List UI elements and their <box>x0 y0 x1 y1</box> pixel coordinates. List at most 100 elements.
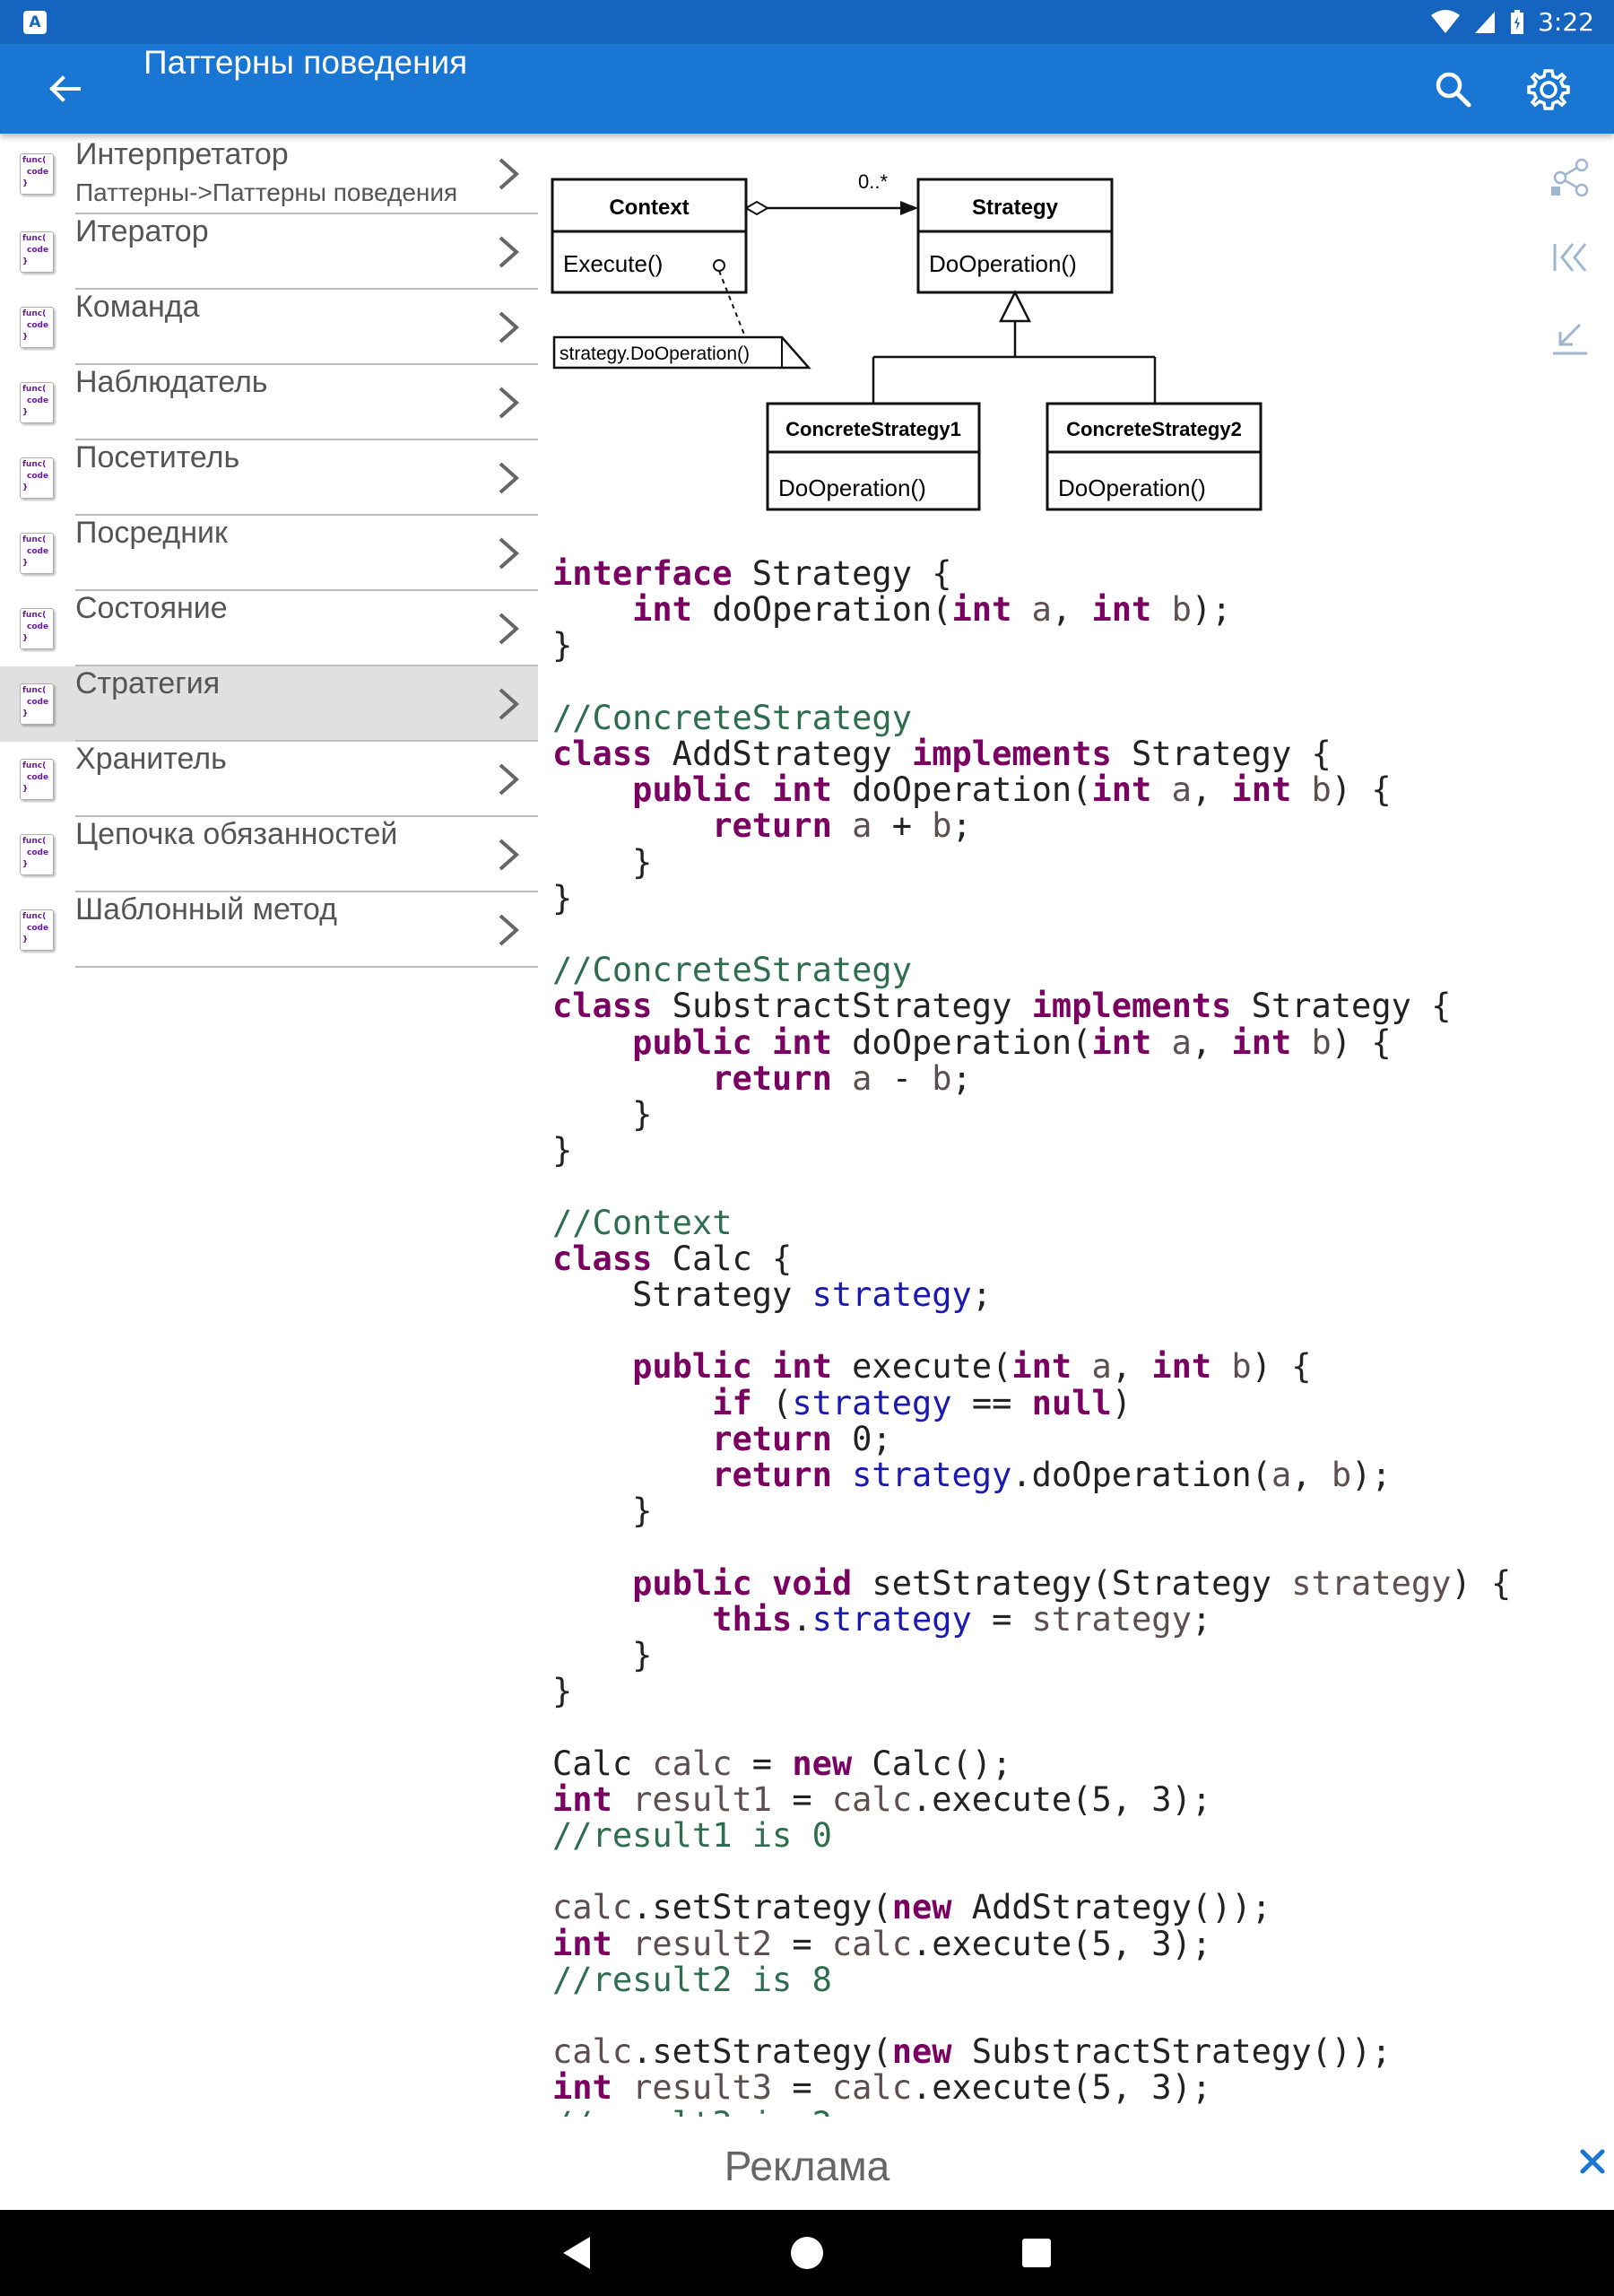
code-token: SubstractStrategy <box>652 987 1032 1026</box>
code-line: //result1 is 0 <box>552 1817 1521 1854</box>
list-item[interactable]: func(code}Команда <box>0 290 538 365</box>
code-token: calc <box>552 2032 633 2072</box>
code-token: b <box>932 806 952 846</box>
strategy-class-box <box>916 178 1114 294</box>
code-token: int <box>1231 1022 1292 1062</box>
list-item[interactable]: func(code}Состояние <box>0 591 538 666</box>
page-title: Паттерны поведения <box>143 44 468 81</box>
code-line: return a + b; <box>552 808 1521 844</box>
list-item-label: Посетитель <box>75 440 240 474</box>
code-token: implements <box>911 735 1112 773</box>
code-token: Strategy { <box>1231 987 1452 1026</box>
chevron-right-icon <box>499 537 520 570</box>
list-item-label: Стратегия <box>75 666 221 700</box>
code-token: == <box>951 1383 1032 1422</box>
list-item[interactable]: func(code} Посетитель <box>0 440 538 516</box>
search-icon[interactable] <box>1431 67 1476 112</box>
code-token <box>752 1564 772 1603</box>
list-item-label: Шаблонный метод <box>75 892 337 926</box>
code-token: } <box>552 1672 573 1711</box>
code-token: int <box>772 1022 832 1062</box>
code-token: strategy <box>792 1383 952 1422</box>
code-token: } <box>552 878 573 918</box>
code-token: a <box>1151 1022 1192 1062</box>
list-item[interactable]: func(code}Стратегия <box>0 666 538 742</box>
code-token: doOperation( <box>831 1022 1092 1062</box>
gear-icon[interactable] <box>1524 65 1573 114</box>
divider <box>75 589 538 591</box>
code-token: ) { <box>1251 1347 1312 1387</box>
code-line: this.strategy = strategy; <box>552 1599 1521 1639</box>
code-line: //ConcreteStrategy <box>552 700 1521 736</box>
code-token: strategy <box>811 1599 972 1639</box>
collapse-left-icon[interactable] <box>1548 235 1592 280</box>
code-line: class AddStrategy implements Strategy { <box>552 735 1521 773</box>
code-token: int <box>772 1347 832 1387</box>
code-token: .doOperation( <box>1011 1456 1271 1495</box>
share-icon[interactable] <box>1548 154 1592 199</box>
close-icon[interactable] <box>1578 2147 1607 2176</box>
list-item[interactable]: func(code}Итератор <box>0 214 538 290</box>
code-token: doOperation( <box>691 590 952 630</box>
code-line: //result3 is 2 <box>552 2105 1521 2117</box>
code-token: b <box>1291 1022 1332 1062</box>
code-line: } <box>552 628 1521 664</box>
code-token: int <box>552 2068 612 2108</box>
recents-square-icon[interactable] <box>1015 2231 1058 2274</box>
chevron-right-icon <box>499 387 520 419</box>
home-circle-icon[interactable] <box>785 2231 829 2274</box>
code-token: strategy <box>1291 1563 1452 1603</box>
code-line: class SubstractStrategy implements Strat… <box>552 988 1521 1024</box>
back-triangle-icon[interactable] <box>556 2231 599 2274</box>
code-line <box>552 1529 1521 1565</box>
code-token <box>552 1420 712 1458</box>
code-line: //ConcreteStrategy <box>552 952 1521 988</box>
code-token: ( <box>751 1383 793 1422</box>
list-item[interactable]: func(code}Посредник <box>0 516 538 591</box>
code-file-icon: func(code} <box>18 457 54 499</box>
code-token: } <box>552 1131 573 1170</box>
code-line: int result2 = calc.execute(5, 3); <box>552 1926 1521 1962</box>
concrete2-class-box <box>1046 402 1263 511</box>
code-token: a <box>1271 1456 1292 1495</box>
divider <box>75 363 538 365</box>
list-item[interactable]: func(code}Хранитель <box>0 742 538 817</box>
code-line: class Calc { <box>552 1239 1521 1278</box>
code-token: ) { <box>1451 1563 1512 1603</box>
code-token: Calc <box>552 1744 653 1783</box>
concrete1-method: DoOperation() <box>778 474 926 501</box>
code-token: strategy <box>1031 1599 1192 1639</box>
back-arrow-icon[interactable] <box>43 67 86 110</box>
code-token: Calc(); <box>852 1744 1012 1783</box>
chevron-right-icon <box>499 158 520 190</box>
list-item-subtitle: Паттерны->Паттерны поведения <box>75 178 458 206</box>
code-token: AddStrategy()); <box>951 1888 1271 1927</box>
list-item[interactable]: func(code}Шаблонный метод <box>0 892 538 968</box>
code-token: b <box>1211 1347 1252 1387</box>
list-item[interactable]: func(code}Наблюдатель <box>0 365 538 440</box>
code-line: int result1 = calc.execute(5, 3); <box>552 1781 1521 1818</box>
divider <box>75 815 538 817</box>
multiplicity-label: 0..* <box>858 170 888 193</box>
code-token: b <box>1331 1456 1352 1495</box>
code-token: //result3 is 2 <box>552 2105 832 2117</box>
code-token: } <box>552 1095 653 1135</box>
code-token: class <box>552 1239 653 1278</box>
code-token: , <box>1051 590 1092 630</box>
code-token: } <box>552 1492 653 1531</box>
code-token: SubstractStrategy()); <box>951 2032 1392 2072</box>
concrete1-class-box <box>766 402 981 511</box>
code-token: public <box>632 1022 752 1062</box>
code-token: if <box>712 1383 752 1422</box>
ad-banner[interactable]: Реклама <box>0 2120 1614 2210</box>
chevron-right-icon <box>499 839 520 871</box>
list-item[interactable]: func(code}Цепочка обязанностей <box>0 817 538 892</box>
minimize-icon[interactable] <box>1548 316 1592 361</box>
concrete2-method: DoOperation() <box>1058 474 1206 501</box>
code-token <box>552 1456 712 1494</box>
code-line <box>552 1709 1521 1745</box>
code-token: interface <box>552 556 733 593</box>
code-line: Strategy strategy; <box>552 1276 1521 1313</box>
